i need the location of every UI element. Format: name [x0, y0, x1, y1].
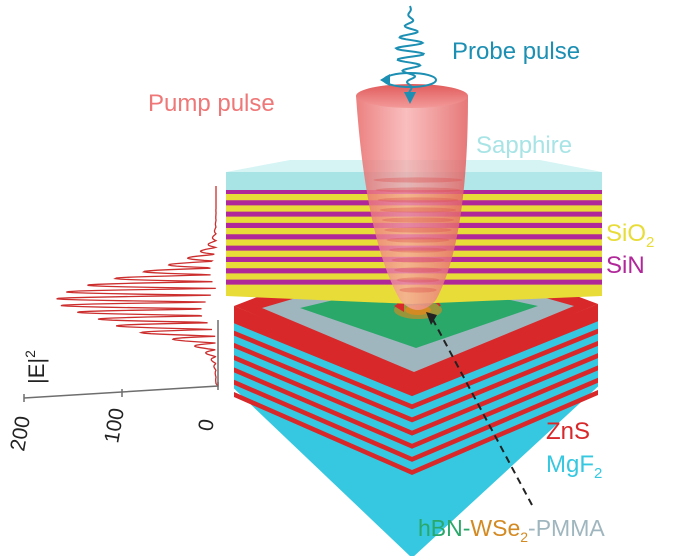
beam-ring	[394, 267, 442, 273]
beam-ring	[375, 187, 461, 193]
field-intensity-curve	[56, 186, 219, 387]
zns-layer	[234, 304, 598, 392]
pump-pulse-label: Pump pulse	[148, 90, 275, 117]
beam-ring	[388, 247, 448, 253]
sapphire-label: Sapphire	[476, 132, 572, 159]
mgf2-label: MgF2	[546, 451, 602, 482]
probe-pulse	[380, 5, 437, 104]
pump-beam-cone	[356, 96, 468, 310]
sin-label: SiN	[606, 252, 645, 279]
beam-ring	[377, 197, 459, 203]
sio2-label: SiO2	[606, 220, 654, 251]
tick-label-100: 100	[100, 406, 129, 445]
beam-ring	[381, 217, 455, 223]
beam-ring	[396, 277, 440, 283]
zns-label: ZnS	[546, 418, 590, 445]
tick-label-0: 0	[194, 417, 219, 433]
laser-cone	[356, 84, 468, 310]
beam-ring	[391, 257, 445, 263]
polarization-arrowhead	[380, 74, 390, 86]
heterostructure-label: hBN-WSe2-PMMA	[418, 515, 605, 545]
probe-pulse-label: Probe pulse	[452, 38, 580, 65]
beam-ring	[373, 177, 463, 183]
beam-ring	[384, 227, 452, 233]
beam-rings	[373, 177, 463, 293]
field-profile	[23, 186, 219, 402]
bottom-dbr-stripes	[234, 304, 598, 475]
beam-ring	[379, 207, 457, 213]
beam-ring	[386, 237, 450, 243]
probe-wave	[394, 5, 426, 97]
probe-direction-arrowhead	[404, 92, 416, 104]
efield-axis-label: |E|2	[22, 350, 49, 384]
field-axis-line	[23, 320, 219, 399]
pointer-arrowhead	[426, 312, 437, 325]
beam-ring	[399, 287, 437, 293]
tick-label-200: 200	[6, 414, 35, 453]
